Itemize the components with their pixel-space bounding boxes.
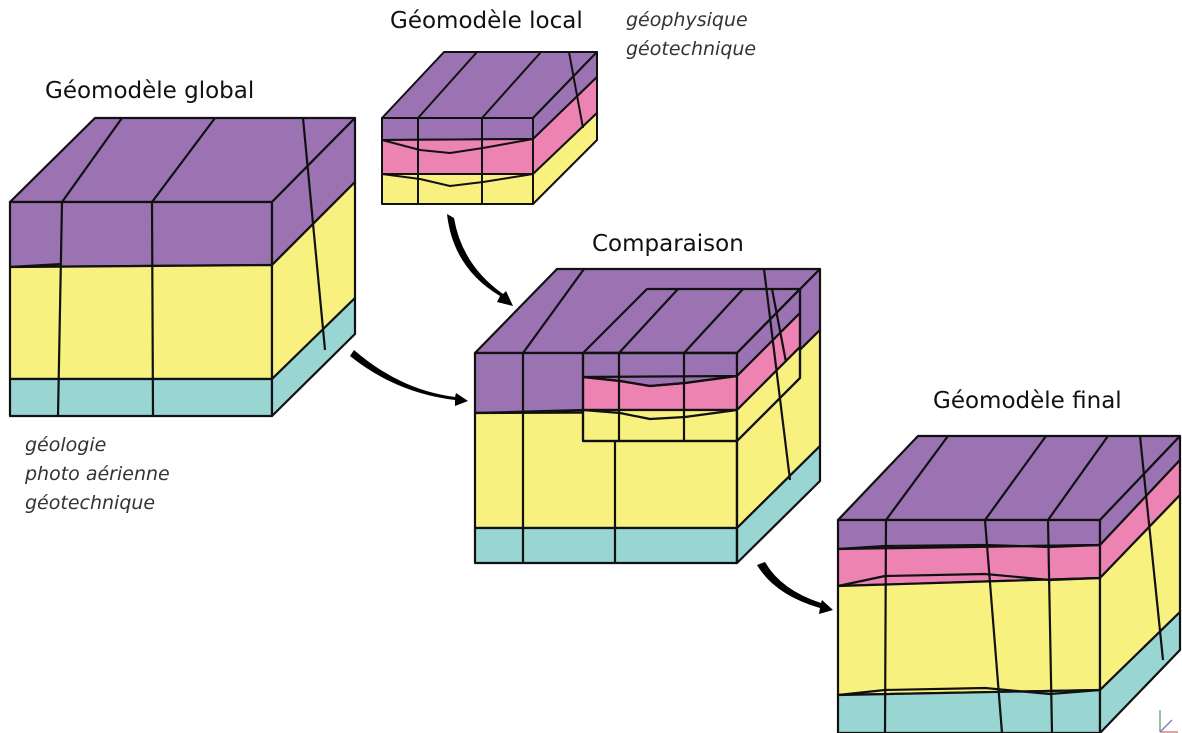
local-side-yellow: [532, 112, 598, 205]
final-side-teal: [1098, 610, 1182, 733]
final-title: Géomodèle final: [933, 388, 1122, 414]
local-sources: géophysique géotechnique: [626, 6, 756, 64]
arrow-local-to-comparison: [447, 214, 513, 306]
local-layer-pink: [381, 138, 534, 175]
final-layer-yellow: [836, 576, 1102, 697]
global-source-geotechnics: géotechnique: [25, 492, 156, 514]
arrow-comparison-to-final: [757, 562, 833, 614]
comparison-block: [473, 267, 822, 565]
local-block: [381, 51, 598, 205]
local-layer-purple: [381, 117, 534, 141]
local-source-geophysics: géophysique: [626, 9, 748, 31]
global-block: [8, 116, 357, 418]
global-layer-yellow: [8, 263, 274, 381]
local-title: Géomodèle local: [390, 8, 583, 34]
arrow-global-to-comparison: [350, 350, 468, 406]
global-source-aerial-photo: photo aérienne: [25, 463, 170, 485]
local-source-geotechnics: géotechnique: [626, 38, 757, 60]
final-block: [836, 434, 1182, 733]
flow-arrows: [350, 214, 833, 614]
global-layer-purple: [8, 200, 274, 269]
axis-glyph: [1159, 710, 1178, 733]
global-source-geology: géologie: [25, 434, 107, 456]
comparison-layer-teal: [473, 526, 739, 565]
global-title: Géomodèle global: [45, 78, 255, 104]
comparison-inset: [581, 287, 802, 443]
global-sources: géologie photo aérienne géotechnique: [25, 431, 170, 518]
global-layer-teal: [8, 377, 274, 418]
global-side-teal: [270, 296, 357, 418]
comparison-title: Comparaison: [592, 231, 744, 257]
final-layer-teal: [836, 688, 1102, 733]
